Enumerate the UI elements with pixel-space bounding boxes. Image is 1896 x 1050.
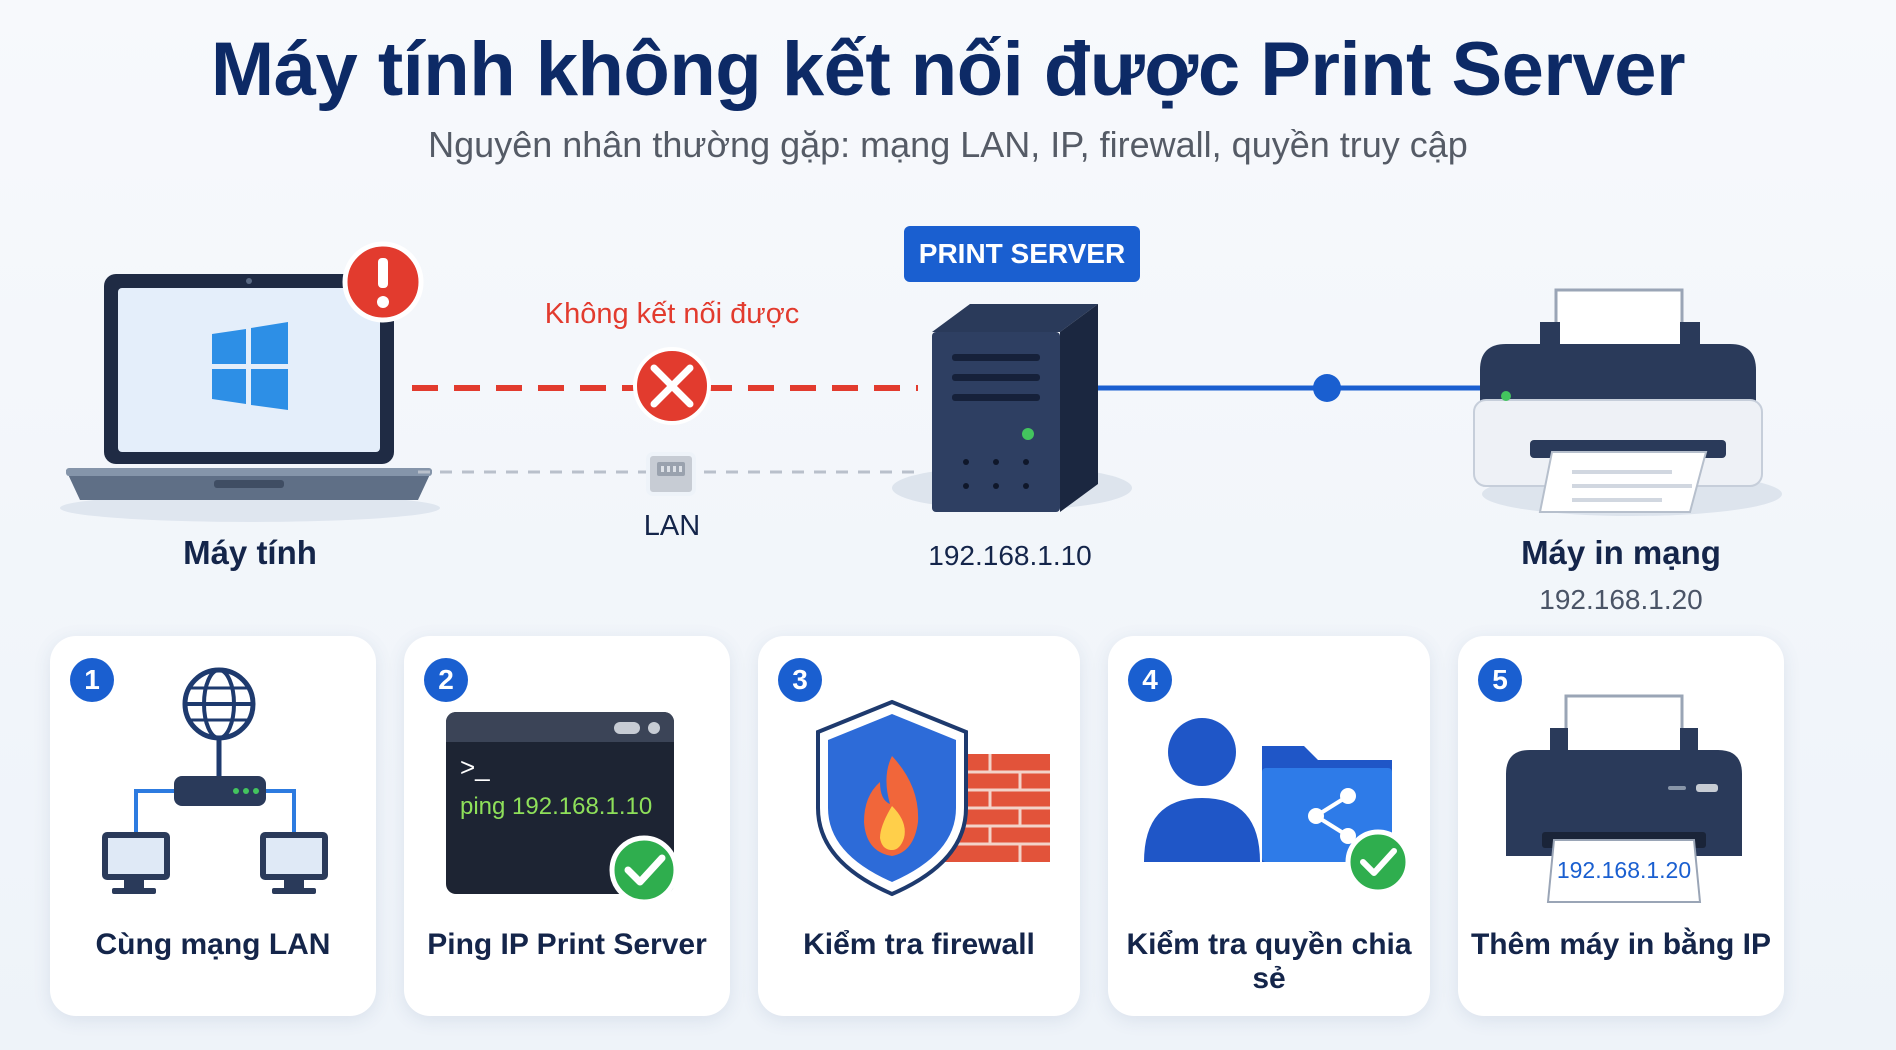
share-icon [1308,788,1356,844]
step-number-badge: 1 [70,658,114,702]
page-title: Máy tính không kết nối được Print Server [210,27,1686,112]
page-subtitle: Nguyên nhân thường gặp: mạng LAN, IP, fi… [428,124,1468,165]
printer-label: Máy in mạng [1521,534,1721,571]
server-ip-label: 192.168.1.10 [928,540,1092,571]
lan-label: LAN [643,510,701,542]
step-label: Kiểm tra firewall [803,928,1035,961]
disconnect-x-icon [633,347,711,425]
step-card-ping: 2 >_ ping 192.168.1.10 Ping IP Print Ser… [404,636,730,1016]
print-server-badge: PRINT SERVER [904,226,1140,282]
terminal-icon: >_ ping 192.168.1.10 [446,712,679,905]
laptop-icon [60,274,440,522]
connection-node-dot [1313,374,1341,402]
terminal-prompt: >_ [460,752,490,782]
step-number-badge: 5 [1478,658,1522,702]
windows-logo-icon [212,322,288,410]
network-icon [102,667,328,894]
step-label: Cùng mạng LAN [95,928,331,961]
terminal-command: ping 192.168.1.10 [460,793,652,820]
firewall-shield-icon [816,699,1050,897]
step-card-lan: 1 Cùng mạng LAN [50,636,376,1016]
step-card-add-printer: 5 192.168.1.20 Thêm máy in bằng IP [1458,636,1784,1016]
step-number-badge: 2 [424,658,468,702]
printer-ip-label: 192.168.1.20 [1539,584,1703,615]
computer-label: Máy tính [183,534,317,571]
check-icon [609,835,679,905]
step-label: Ping IP Print Server [427,928,707,961]
printer-ip-text: 192.168.1.20 [1557,857,1691,883]
network-printer-icon [1473,288,1782,516]
step-label: Kiểm tra quyền chia sẻ [1126,928,1412,995]
step-number-badge: 3 [778,658,822,702]
ethernet-port-icon [646,452,696,496]
step-label: Thêm máy in bằng IP [1470,928,1772,961]
connection-error-label: Không kết nối được [544,298,800,330]
printer-icon: 192.168.1.20 [1506,694,1742,903]
connection-diagram [60,241,1782,522]
step-card-firewall: 3 Kiểm tra firewall [758,636,1080,1016]
step-number-badge: 4 [1128,658,1172,702]
server-icon [892,304,1132,512]
error-alert-icon [342,241,424,323]
check-icon [1345,829,1411,895]
step-card-permission: 4 Kiểm tra quyền chia sẻ [1108,636,1430,1016]
user-share-folder-icon [1144,718,1411,895]
